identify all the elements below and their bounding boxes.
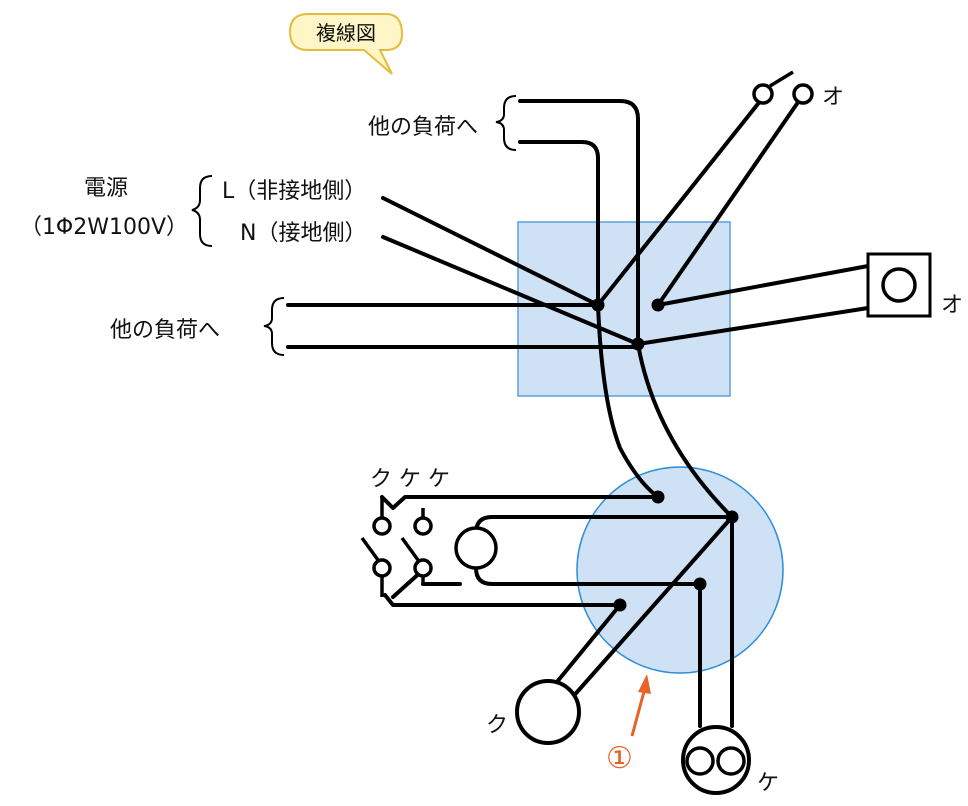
- wire-lamp-ku-1: [568, 515, 734, 702]
- lamp-ku-circle: [515, 679, 581, 745]
- wire-down-neutral: [636, 342, 734, 519]
- dot-neutral: [631, 337, 645, 351]
- label-power-title: 電源: [84, 176, 128, 201]
- switch-o-contact-2: [792, 83, 814, 105]
- lamp-ke-inner-left: [685, 746, 715, 776]
- callout-bubble: 複線図: [288, 13, 404, 75]
- switch-ku-contact-bottom: [372, 558, 392, 578]
- marker-arrow-line: [630, 687, 647, 737]
- switch-group-labels: ク ケ ケ: [370, 467, 450, 492]
- switch-o-lever: [769, 70, 794, 88]
- wire-other-load-top-2: [518, 140, 600, 307]
- pilot-lamp: [454, 526, 498, 570]
- wire-live: [381, 196, 600, 307]
- labels-left: 他の負荷へ 電源 （1Φ2W100V） L（非接地側） N（接地側） 他の負荷へ: [20, 95, 517, 356]
- wire-switch-common: [380, 495, 660, 510]
- callout-shape: [288, 13, 404, 75]
- lamp-ke: ケ: [681, 725, 779, 796]
- dot-live: [591, 298, 605, 312]
- marker-1: ①: [606, 674, 651, 776]
- wire-receptacle-o-1: [656, 264, 870, 307]
- dot-outlet-live: [651, 490, 665, 504]
- marker-text: ①: [606, 741, 633, 776]
- switch-o: オ: [752, 70, 844, 110]
- receptacle-o-label: オ: [941, 293, 963, 318]
- switch-o-label: オ: [822, 85, 844, 110]
- wire-receptacle-o-2: [636, 306, 870, 346]
- wire-switch-o-2: [656, 93, 805, 307]
- switch-ku-lever: [360, 536, 380, 562]
- wire-switch-ku: [383, 593, 622, 607]
- label-other-load-top: 他の負荷へ: [368, 115, 478, 140]
- brace-other-load-left: [263, 297, 285, 356]
- label-other-load-left: 他の負荷へ: [110, 318, 220, 343]
- lamp-ke-inner-right: [716, 746, 746, 776]
- callout-text: 複線図: [316, 21, 376, 45]
- switch-o-contact-1: [752, 83, 774, 105]
- label-line-live: L（非接地側）: [222, 179, 366, 204]
- wire-neutral: [381, 235, 640, 346]
- brace-power: [191, 175, 213, 247]
- lamp-ke-label: ケ: [757, 771, 779, 796]
- switch-ku-contact-top: [372, 516, 392, 536]
- dot-outlet-ke: [693, 577, 707, 591]
- switch-ke-lever: [400, 536, 420, 562]
- lamp-ku: ク: [486, 679, 581, 745]
- lamp-ku-label: ク: [486, 713, 508, 738]
- junction-dots: [591, 298, 739, 612]
- wire-other-load-top-1: [518, 99, 640, 346]
- wire-pilot-bottom: [474, 566, 702, 586]
- dot-outlet-neutral: [725, 510, 739, 524]
- wires: [286, 93, 870, 728]
- brace-other-load-top: [495, 95, 517, 151]
- wire-lamp-ku-2: [550, 603, 622, 690]
- receptacle-o: オ: [866, 252, 963, 318]
- lamp-ke-circle: [681, 725, 751, 795]
- dot-outlet-ku: [613, 598, 627, 612]
- wire-down-live: [596, 303, 660, 499]
- dot-switch-o: [651, 298, 665, 312]
- wire-switch-o-1: [596, 93, 767, 307]
- label-line-neutral: N（接地側）: [240, 221, 366, 246]
- marker-arrow-head: [638, 674, 651, 694]
- switch-ke-contact-bottom: [413, 558, 433, 578]
- switch-group: ク ケ ケ: [360, 467, 462, 597]
- receptacle-circle: [881, 267, 917, 303]
- label-power-spec: （1Φ2W100V）: [20, 215, 188, 240]
- switch-ke-contact-top: [413, 516, 433, 536]
